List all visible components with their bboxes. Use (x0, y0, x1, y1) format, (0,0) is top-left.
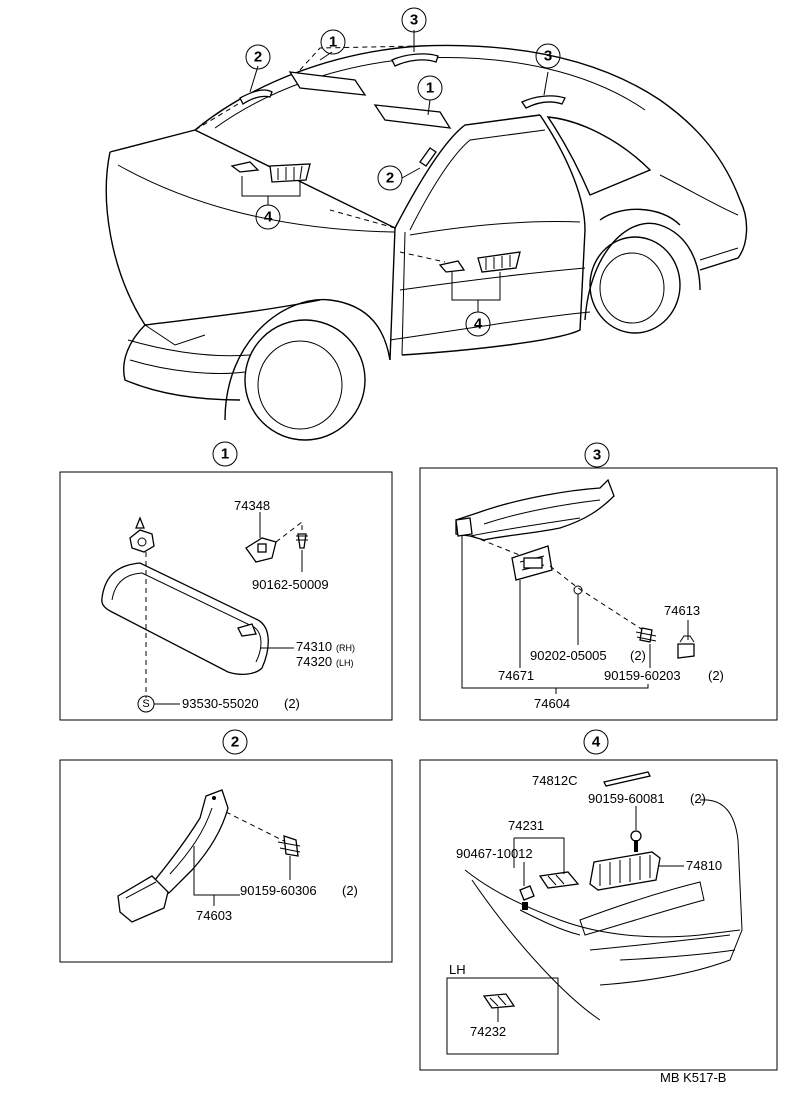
svg-text:3: 3 (410, 12, 418, 29)
callout-panel-2: 2 (222, 729, 248, 755)
svg-text:S: S (142, 698, 149, 710)
svg-text:(2): (2) (284, 696, 300, 711)
svg-text:2: 2 (254, 49, 262, 66)
label-74310-74320: 74310 (RH) 74320 (LH) (260, 639, 355, 669)
label-90162-50009: 90162-50009 (252, 550, 329, 592)
svg-text:90159-60203: 90159-60203 (604, 668, 681, 683)
label-74348: 74348 (234, 498, 270, 538)
svg-text:4: 4 (264, 209, 273, 226)
panel-4-vents (419, 759, 778, 1071)
svg-text:74604: 74604 (534, 696, 570, 711)
svg-text:3: 3 (593, 447, 601, 464)
callout-panel-1: 1 (212, 441, 238, 467)
svg-text:90467-10012: 90467-10012 (456, 846, 533, 861)
callout-car-2b: 2 (377, 165, 403, 191)
svg-text:90162-50009: 90162-50009 (252, 577, 329, 592)
callout-car-2a: 2 (245, 44, 271, 70)
svg-text:(2): (2) (708, 668, 724, 683)
lh-inset: LH 74232 (446, 962, 559, 1055)
label-74603: 74603 (193, 846, 240, 923)
panel-2-assist-grip (59, 759, 393, 963)
svg-text:74810: 74810 (686, 858, 722, 873)
svg-text:90159-60081: 90159-60081 (588, 791, 665, 806)
callout-car-4a: 4 (255, 204, 281, 230)
sun-visor-part (101, 516, 269, 698)
svg-text:(2): (2) (690, 791, 706, 806)
svg-text:(RH): (RH) (336, 643, 355, 653)
label-90159-60203: 90159-60203 (2) (604, 644, 724, 683)
svg-text:1: 1 (329, 34, 337, 51)
svg-text:90202-05005: 90202-05005 (530, 648, 607, 663)
svg-text:LH: LH (449, 962, 466, 977)
visor-holder-part (245, 520, 308, 563)
svg-text:74310: 74310 (296, 639, 332, 654)
svg-text:2: 2 (386, 170, 394, 187)
callout-car-4b: 4 (465, 311, 491, 337)
svg-text:90159-60306: 90159-60306 (240, 883, 317, 898)
svg-text:(LH): (LH) (336, 658, 354, 668)
svg-text:3: 3 (544, 48, 552, 65)
svg-text:74603: 74603 (196, 908, 232, 923)
label-93530-55020: S 93530-55020 (2) (137, 695, 300, 713)
label-74231: 74231 (508, 818, 565, 874)
callout-panel-4: 4 (583, 729, 609, 755)
label-74812c: 74812C (532, 773, 578, 788)
panel-1-sun-visor (59, 471, 393, 721)
roof-grip-part (455, 478, 695, 659)
label-74810: 74810 (658, 858, 722, 873)
svg-text:74812C: 74812C (532, 773, 578, 788)
svg-text:93530-55020: 93530-55020 (182, 696, 259, 711)
reference-code: MB K517-B (660, 1070, 726, 1085)
label-90467-10012: 90467-10012 (456, 846, 533, 886)
label-74671: 74671 (498, 580, 534, 683)
svg-text:74671: 74671 (498, 668, 534, 683)
panel-3-roof-grip (419, 467, 778, 721)
svg-text:74348: 74348 (234, 498, 270, 513)
svg-text:(2): (2) (342, 883, 358, 898)
callout-car-1a: 1 (320, 29, 346, 55)
label-74604: 74604 (461, 536, 649, 711)
svg-text:(2): (2) (630, 648, 646, 663)
svg-text:4: 4 (474, 316, 483, 333)
callout-car-1b: 1 (417, 75, 443, 101)
svg-text:74231: 74231 (508, 818, 544, 833)
svg-text:74232: 74232 (470, 1024, 506, 1039)
svg-text:1: 1 (221, 446, 229, 463)
car-overview (105, 30, 748, 441)
callout-panel-3: 3 (584, 442, 610, 468)
svg-text:74320: 74320 (296, 654, 332, 669)
assist-grip-part (117, 789, 301, 923)
svg-text:2: 2 (231, 734, 239, 751)
vent-part (464, 771, 743, 1021)
svg-text:74613: 74613 (664, 603, 700, 618)
svg-text:1: 1 (426, 80, 434, 97)
callout-car-3b: 3 (535, 43, 561, 69)
svg-text:4: 4 (592, 734, 601, 751)
label-90159-60306: 90159-60306 (2) (240, 856, 358, 898)
label-74613: 74613 (664, 603, 700, 640)
label-90159-60081: 90159-60081 (2) (588, 791, 706, 830)
callout-car-3a: 3 (401, 7, 427, 33)
label-90202-05005: 90202-05005 (2) (530, 594, 646, 663)
